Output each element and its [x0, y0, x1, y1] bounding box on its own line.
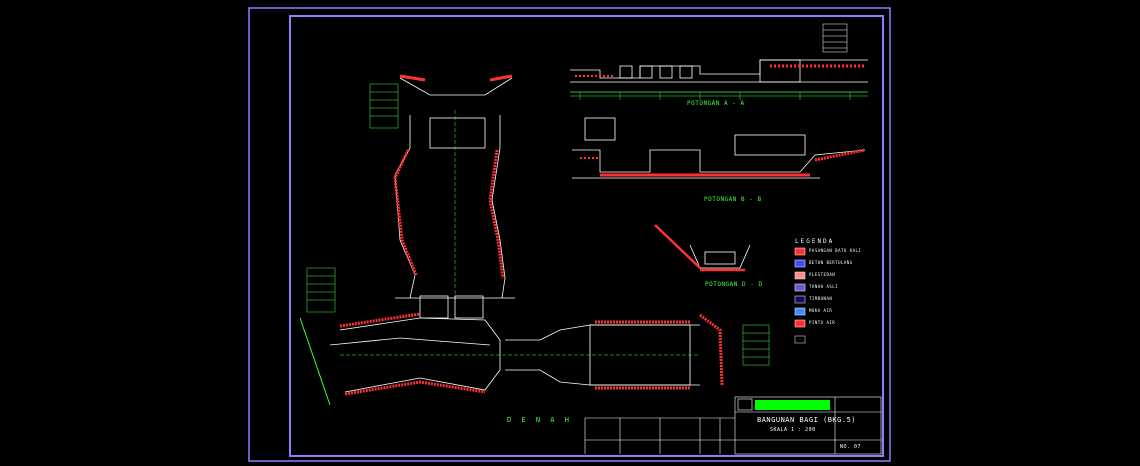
- left-annotation-table: [306, 83, 770, 366]
- legend-heading: LEGENDA: [795, 238, 835, 245]
- section-a-a-dimensions: [570, 92, 868, 100]
- plan-channel-outline: [329, 110, 700, 393]
- plan-hatch: [299, 149, 724, 406]
- title-block-logo: [737, 398, 753, 411]
- legend-item: PASANGAN BATU KALI: [809, 248, 862, 253]
- section-d-d-drawing: [689, 244, 751, 269]
- plan-top-hatch: [399, 74, 513, 82]
- inner-frame: [289, 15, 884, 457]
- plan-top-section: [399, 77, 513, 96]
- title-block-scale: SKALA 1 : 200: [770, 427, 816, 433]
- plan-title: D E N A H: [507, 416, 572, 424]
- section-d-d-hatch: [654, 224, 745, 272]
- legend-item: MUKA AIR: [809, 308, 833, 313]
- section-a-title: POTONGAN A - A: [687, 100, 745, 107]
- legend-item: TANAH ASLI: [809, 284, 839, 289]
- section-b-b-drawing: [572, 117, 866, 179]
- section-a-a-drawing: [570, 59, 868, 93]
- title-block: [584, 396, 882, 455]
- outer-frame: [248, 7, 891, 462]
- section-a-a-hatch: [575, 64, 866, 77]
- section-b-b-hatch: [580, 148, 866, 177]
- legend-item: PINTU AIR: [809, 320, 836, 325]
- legend-item: PLESTERAN: [809, 272, 836, 277]
- legend-swatches: [794, 247, 806, 344]
- section-d-title: POTONGAN D - D: [705, 281, 763, 288]
- title-block-sheet-no: NO. 07: [840, 444, 862, 450]
- section-b-title: POTONGAN B - B: [704, 196, 762, 203]
- legend-item: TIMBUNAN: [809, 296, 833, 301]
- top-right-table: [822, 23, 848, 53]
- legend-item: BETON BERTULANG: [809, 260, 853, 265]
- title-block-drawing-title: BANGUNAN BAGI (BKG.5): [757, 416, 857, 424]
- title-block-green-band: [755, 400, 830, 410]
